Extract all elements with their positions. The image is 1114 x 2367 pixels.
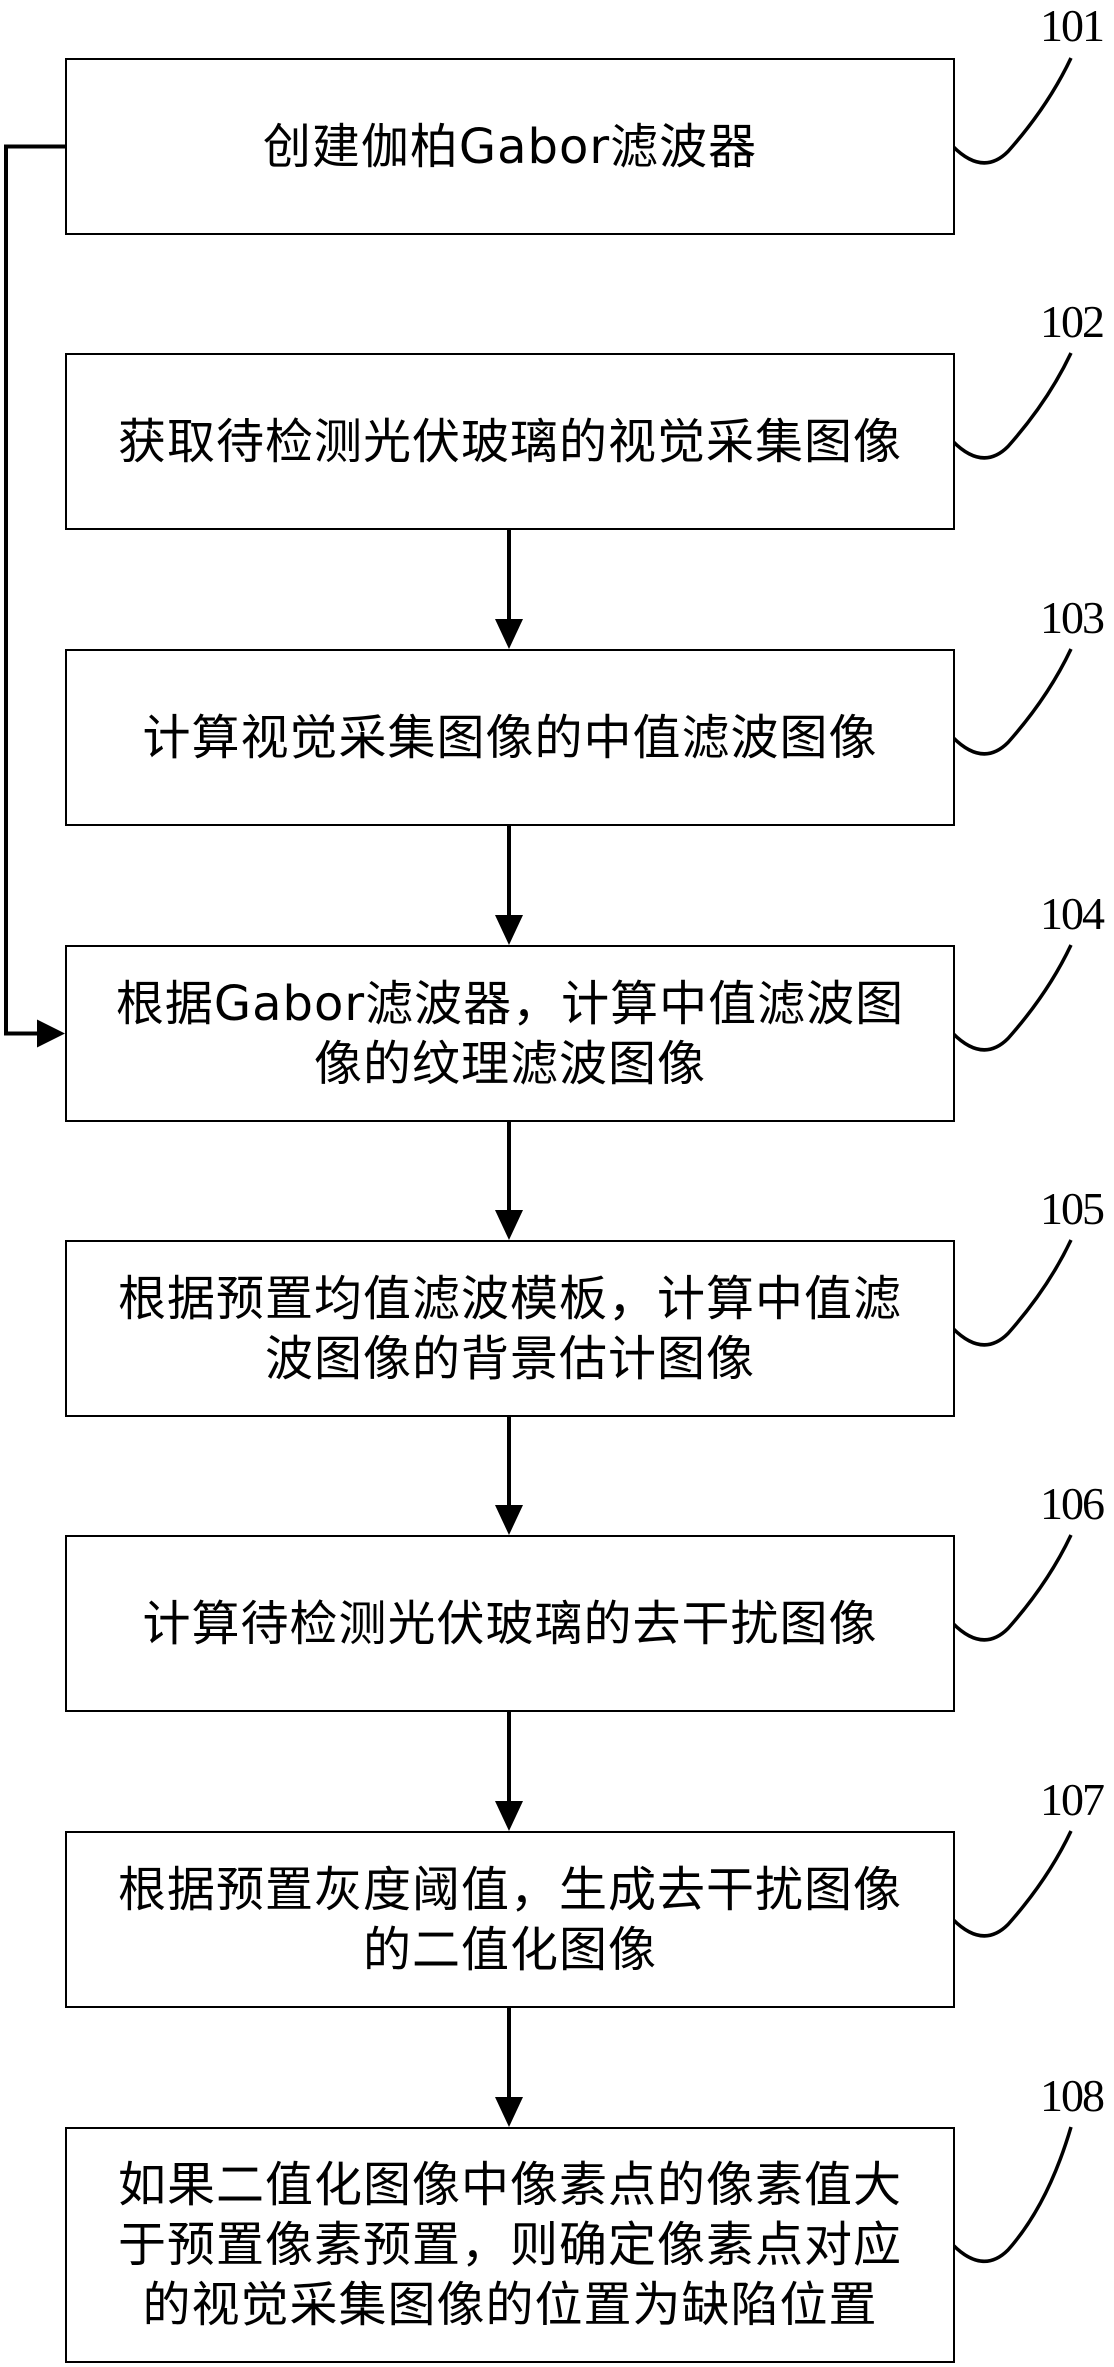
step-text-106: 计算待检测光伏玻璃的去干扰图像 xyxy=(142,1595,878,1652)
step-box-103: 计算视觉采集图像的中值滤波图像 xyxy=(65,649,955,826)
step-label-105: 105 xyxy=(1040,1183,1105,1234)
arrowhead-105-106 xyxy=(495,1505,523,1535)
leader-hook-106 xyxy=(951,1534,1073,1642)
leader-hook-107 xyxy=(951,1830,1073,1938)
arrowhead-106-107 xyxy=(495,1801,523,1831)
step-box-105: 根据预置均值滤波模板，计算中值滤波图像的背景估计图像 xyxy=(65,1240,955,1417)
arrowhead-103-104 xyxy=(495,915,523,945)
step-box-104: 根据Gabor滤波器，计算中值滤波图像的纹理滤波图像 xyxy=(65,945,955,1122)
step-text-102: 获取待检测光伏玻璃的视觉采集图像 xyxy=(117,413,902,470)
step-box-108: 如果二值化图像中像素点的像素值大于预置像素预置，则确定像素点对应的视觉采集图像的… xyxy=(65,2127,955,2363)
step-text-101: 创建伽柏Gabor滤波器 xyxy=(262,118,758,175)
step-label-108: 108 xyxy=(1040,2070,1105,2121)
step-label-107: 107 xyxy=(1040,1774,1105,1825)
step-text-104: 根据Gabor滤波器，计算中值滤波图像的纹理滤波图像 xyxy=(115,975,905,1092)
step-text-105: 根据预置均值滤波模板，计算中值滤波图像的背景估计图像 xyxy=(117,1270,902,1387)
step-label-101: 101 xyxy=(1040,0,1105,51)
step-label-103: 103 xyxy=(1040,592,1105,643)
step-box-106: 计算待检测光伏玻璃的去干扰图像 xyxy=(65,1535,955,1712)
arrowhead-101-104 xyxy=(37,1019,65,1048)
leader-hook-108 xyxy=(951,2126,1073,2264)
leader-hook-104 xyxy=(951,944,1073,1052)
step-text-107: 根据预置灰度阈值，生成去干扰图像的二值化图像 xyxy=(117,1861,902,1978)
step-text-103: 计算视觉采集图像的中值滤波图像 xyxy=(142,709,878,766)
step-label-104: 104 xyxy=(1040,888,1105,939)
feedback-line-101-104 xyxy=(4,144,65,1036)
leader-hook-105 xyxy=(951,1239,1073,1347)
arrowhead-107-108 xyxy=(495,2097,523,2127)
step-box-107: 根据预置灰度阈值，生成去干扰图像的二值化图像 xyxy=(65,1831,955,2008)
step-box-101: 创建伽柏Gabor滤波器 xyxy=(65,58,955,235)
step-label-102: 102 xyxy=(1040,296,1105,347)
leader-hook-103 xyxy=(951,648,1073,756)
step-box-102: 获取待检测光伏玻璃的视觉采集图像 xyxy=(65,353,955,530)
arrowhead-104-105 xyxy=(495,1210,523,1240)
step-label-106: 106 xyxy=(1040,1478,1105,1529)
step-text-108: 如果二值化图像中像素点的像素值大于预置像素预置，则确定像素点对应的视觉采集图像的… xyxy=(117,2157,902,2333)
arrowhead-102-103 xyxy=(495,619,523,649)
leader-hook-102 xyxy=(951,352,1073,460)
leader-hook-101 xyxy=(951,57,1073,165)
